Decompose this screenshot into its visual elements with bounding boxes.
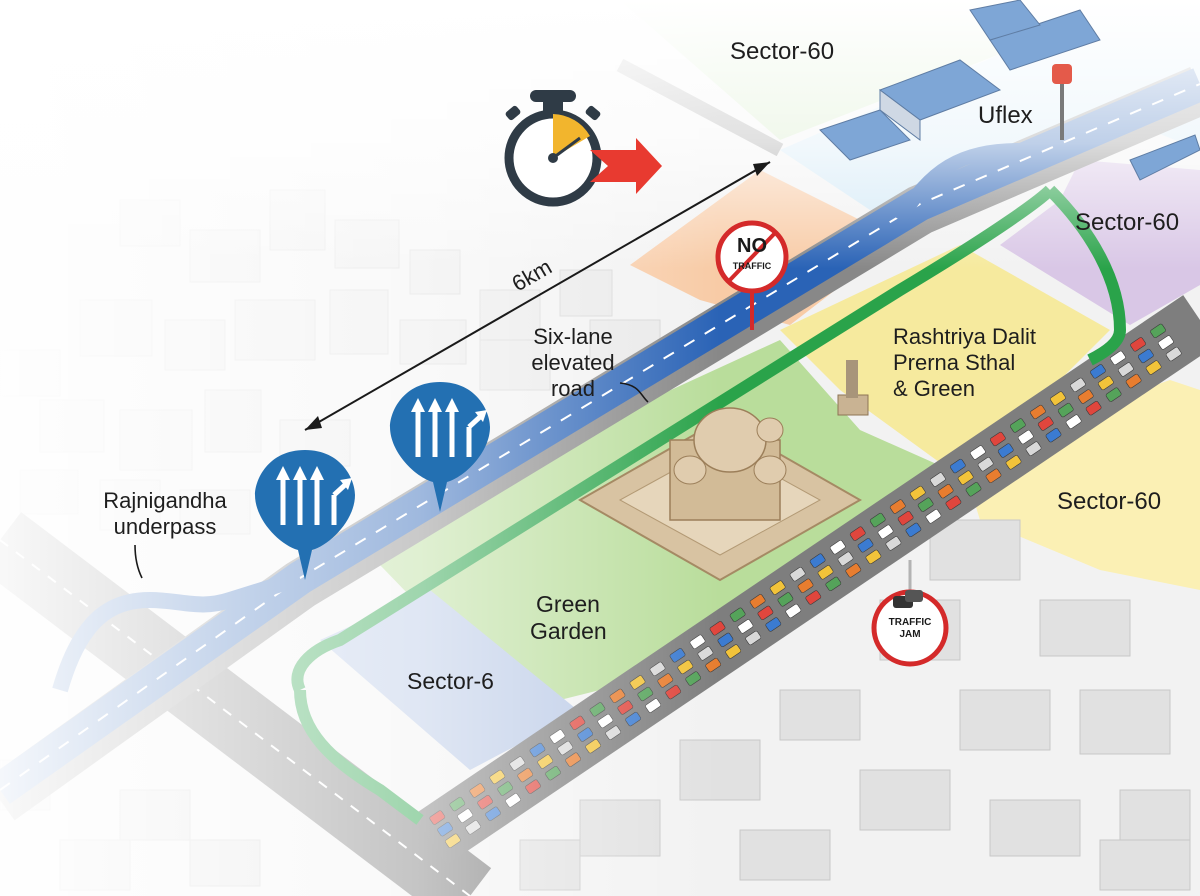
- monument-icon: [577, 407, 863, 582]
- statue-icon: [837, 360, 869, 416]
- label-rashtriya: Rashtriya Dalit Prerna Sthal & Green: [893, 324, 1037, 401]
- elevated-road-label: Six-lane elevated road: [531, 324, 615, 401]
- direction-sign-1: [255, 450, 355, 580]
- label-uflex: Uflex: [978, 102, 1033, 129]
- uflex-warehouses: [819, 0, 1200, 181]
- label-sector-60-right: Sector-60: [1075, 209, 1180, 236]
- underpass-label: Rajnigandha underpass: [103, 488, 227, 539]
- direction-sign-2: [390, 382, 490, 512]
- label-green-garden: Green Garden: [530, 591, 607, 644]
- label-sector-6: Sector-6: [407, 668, 494, 694]
- no-traffic-sign: [715, 220, 789, 330]
- traffic-jam-sign-text: TRAFFIC JAM: [888, 617, 932, 640]
- label-sector-60-lower: Sector-60: [1057, 488, 1162, 515]
- speed-arrow-icon: [590, 138, 662, 194]
- no-traffic-sign-subtext: TRAFFIC: [732, 261, 772, 271]
- stopwatch-icon: [504, 90, 602, 207]
- water-tower-icon: [1052, 64, 1072, 140]
- distance-arrow: [304, 161, 771, 431]
- label-sector-60-top: Sector-60: [730, 38, 835, 65]
- no-traffic-sign-text: NO: [737, 235, 767, 257]
- traffic-jam-sign: [871, 560, 949, 667]
